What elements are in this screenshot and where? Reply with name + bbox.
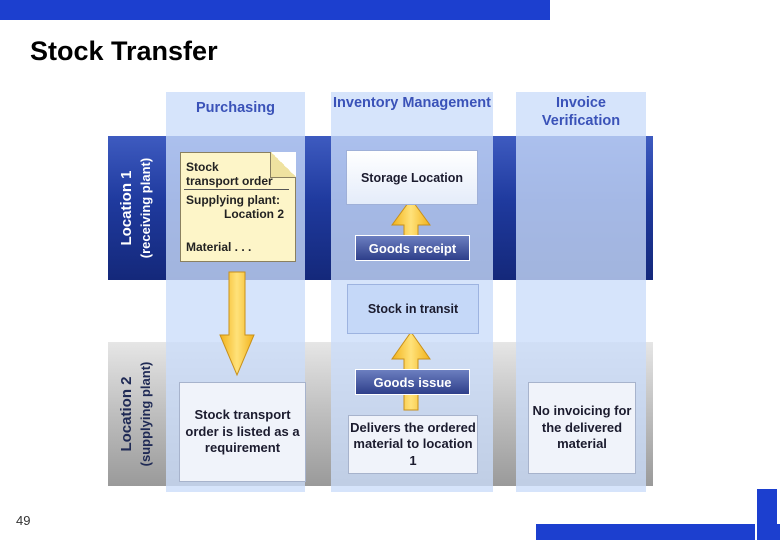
goods-issue-box: Goods issue (355, 369, 470, 395)
invoice-verification-heading: Invoice Verification (541, 95, 621, 129)
delivers-material-box: Delivers the ordered material to locatio… (348, 415, 478, 474)
storage-location-box: Storage Location (346, 150, 478, 205)
purchasing-heading: Purchasing (196, 100, 275, 116)
goods-receipt-box: Goods receipt (355, 235, 470, 261)
no-invoicing-box: No invoicing for the delivered material (528, 382, 636, 474)
stock-transfer-diagram: Purchasing Inventory Management Invoice … (108, 88, 653, 492)
page-number: 49 (16, 513, 31, 528)
document-title-line-1: Stock (186, 160, 219, 174)
stock-in-transit-box: Stock in transit (347, 284, 479, 334)
bottom-accent-post (757, 489, 777, 540)
document-location: Location 2 (224, 207, 285, 221)
document-folded-corner (270, 152, 296, 178)
bottom-accent-bar (536, 524, 780, 540)
slide-title: Stock Transfer (30, 36, 218, 66)
document-separator (184, 189, 289, 190)
bottom-accent-gap (755, 489, 757, 540)
requirement-box: Stock transport order is listed as a req… (179, 382, 306, 482)
top-accent-bar (0, 0, 550, 20)
document-material: Material . . . (186, 240, 252, 254)
inventory-management-heading: Inventory Management (333, 95, 491, 111)
document-supplying-plant: Supplying plant: (186, 193, 280, 207)
down-arrow (219, 271, 255, 377)
document-title-line-2: transport order (186, 174, 273, 188)
